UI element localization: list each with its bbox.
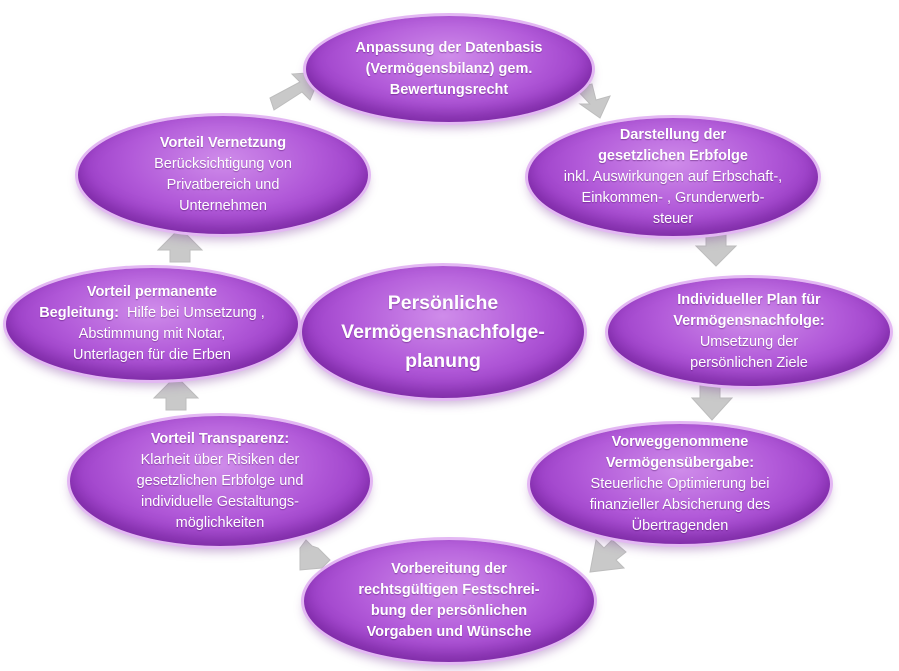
node-2-body-2: Einkommen- , Grunderwerb- <box>581 189 765 206</box>
arrow-2-to-3 <box>694 231 738 267</box>
center-line-2: Vermögensnachfolge- <box>341 320 545 343</box>
center-node: Persönliche Vermögensnachfolge- planung <box>302 266 584 398</box>
node-6-body-1: Klarheit über Risiken der <box>140 451 300 468</box>
node-1-title-3: Bewertungsrecht <box>389 81 509 98</box>
node-8-title-1: Vorteil Vernetzung <box>159 135 287 151</box>
node-6-body-3: individuelle Gestaltungs- <box>141 493 299 510</box>
arrow-7-to-8 <box>156 227 204 263</box>
node-festschreibung: Vorbereitung der rechtsgültigen Festschr… <box>304 540 594 662</box>
node-7-mixed-line: Begleitung: Hilfe bei Umsetzung , <box>39 303 265 324</box>
node-4-title-1: Vorweggenommene <box>611 433 749 450</box>
center-line-3: planung <box>405 349 481 372</box>
arrow-1-to-2 <box>574 83 611 119</box>
arrow-3-to-4 <box>690 383 734 421</box>
node-6-body-4: möglichkeiten <box>175 514 265 531</box>
node-1-title-2: (Vermögensbilanz) gem. <box>365 60 533 77</box>
node-6-title-1: Vorteil Transparenz: <box>150 430 290 447</box>
arrow-5-to-6 <box>299 539 331 571</box>
node-2-body-3: steuer <box>652 210 694 227</box>
node-5-title-3: bung der persönlichen <box>370 603 528 619</box>
node-4-title-2: Vermögensübergabe: <box>605 454 755 471</box>
node-3-title-1: Individueller Plan für <box>677 292 821 308</box>
arrow-4-to-5 <box>589 538 627 573</box>
center-line-1: Persönliche <box>387 291 499 314</box>
node-3-body-1: Umsetzung der <box>699 334 799 350</box>
node-datenbasis: Anpassung der Datenbasis (Vermögensbilan… <box>306 16 592 122</box>
arrow-6-to-7 <box>152 375 200 411</box>
node-4-body-1: Steuerliche Optimierung bei <box>590 475 770 492</box>
node-begleitung: Vorteil permanente Begleitung: Hilfe bei… <box>6 268 298 380</box>
node-7-mixed-rest: Hilfe bei Umsetzung , <box>118 305 265 321</box>
node-1-title-1: Anpassung der Datenbasis <box>355 39 543 56</box>
node-erbfolge: Darstellung der gesetzlichen Erbfolge in… <box>528 118 818 236</box>
node-7-body-2: Unterlagen für die Erben <box>73 347 231 363</box>
node-2-body-1: inkl. Auswirkungen auf Erbschaft-, <box>563 168 783 185</box>
node-vernetzung: Vorteil Vernetzung Berücksichtigung von … <box>78 116 368 234</box>
node-8-body-3: Unternehmen <box>179 198 267 214</box>
node-8-body-1: Berücksichtigung von <box>154 156 292 172</box>
node-transparenz: Vorteil Transparenz: Klarheit über Risik… <box>70 416 370 546</box>
node-5-title-2: rechtsgültigen Festschrei- <box>358 582 540 598</box>
node-5-title-1: Vorbereitung der <box>391 561 507 577</box>
node-5-title-4: Vorgaben und Wünsche <box>366 624 532 640</box>
node-6-body-2: gesetzlichen Erbfolge und <box>136 472 304 489</box>
node-4-body-3: Übertragenden <box>631 517 729 534</box>
node-3-title-2: Vermögensnachfolge: <box>673 313 825 329</box>
node-7-body-1: Abstimmung mit Notar, <box>78 326 226 342</box>
node-8-body-2: Privatbereich und <box>166 177 280 193</box>
node-2-title-1: Darstellung der <box>619 126 727 143</box>
node-vermoegensuebergabe: Vorweggenommene Vermögensübergabe: Steue… <box>530 424 830 544</box>
node-individueller-plan: Individueller Plan für Vermögensnachfolg… <box>608 278 890 386</box>
node-4-body-2: finanzieller Absicherung des <box>589 496 771 513</box>
node-3-body-2: persönlichen Ziele <box>690 355 808 371</box>
node-7-mixed-bold: Begleitung: <box>39 305 119 321</box>
node-7-title-1: Vorteil permanente <box>86 284 218 300</box>
node-2-title-2: gesetzlichen Erbfolge <box>598 147 748 164</box>
